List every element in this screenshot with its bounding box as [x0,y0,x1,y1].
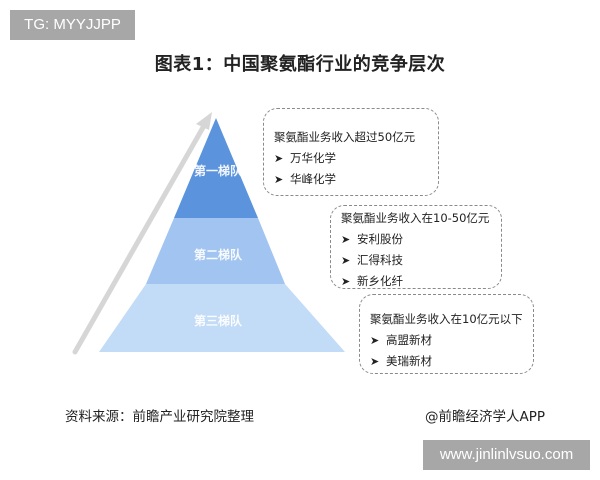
company-name: 华峰化学 [290,172,336,186]
list-item: ➤ 安利股份 [341,231,491,247]
tier-1-info-box: 聚氨酯业务收入超过50亿元 ➤ 万华化学 ➤ 华峰化学 [263,108,439,196]
pyramid-tier-3 [99,284,345,352]
list-item: ➤ 高盟新材 [370,332,523,348]
company-name: 汇得科技 [357,253,403,267]
tier-3-label: 第三梯队 [193,314,242,328]
source-note: 资料来源：前瞻产业研究院整理 [65,409,254,425]
list-item: ➤ 新乡化纤 [341,273,491,289]
company-name: 万华化学 [290,151,336,165]
watermark-badge-bottom: www.jinlinlvsuo.com [423,440,590,470]
box-heading: 聚氨酯业务收入在10亿元以下 [370,312,523,326]
tier-2-info-box: 聚氨酯业务收入在10-50亿元 ➤ 安利股份 ➤ 汇得科技 ➤ 新乡化纤 [330,205,502,289]
list-item: ➤ 美瑞新材 [370,353,523,369]
box-heading: 聚氨酯业务收入超过50亿元 [274,130,416,144]
rising-arrow-icon [72,112,212,355]
bullet-arrow-icon: ➤ [370,355,380,368]
bullet-arrow-icon: ➤ [274,173,284,186]
bullet-arrow-icon: ➤ [274,152,284,165]
bullet-arrow-icon: ➤ [341,254,351,267]
tier-2-label: 第二梯队 [193,248,242,262]
box-heading: 聚氨酯业务收入在10-50亿元 [341,211,490,225]
credit-note: @前瞻经济学人APP [424,409,545,425]
list-item: ➤ 汇得科技 [341,252,491,268]
chart-title: 图表1：中国聚氨酯行业的竞争层次 [154,54,446,75]
pyramid-tier-2 [146,218,285,284]
company-name: 美瑞新材 [386,354,432,368]
bullet-arrow-icon: ➤ [341,275,351,288]
list-item: ➤ 华峰化学 [274,171,428,187]
pyramid-tier-1 [174,118,258,218]
company-name: 高盟新材 [386,333,432,347]
watermark-badge-top: TG: MYYJJPP [10,10,135,40]
tier-3-info-box: 聚氨酯业务收入在10亿元以下 ➤ 高盟新材 ➤ 美瑞新材 [359,294,534,374]
list-item: ➤ 万华化学 [274,150,428,166]
bullet-arrow-icon: ➤ [341,233,351,246]
bullet-arrow-icon: ➤ [370,334,380,347]
company-name: 安利股份 [357,232,403,246]
company-name: 新乡化纤 [357,274,403,288]
tier-1-label: 第一梯队 [193,164,242,178]
